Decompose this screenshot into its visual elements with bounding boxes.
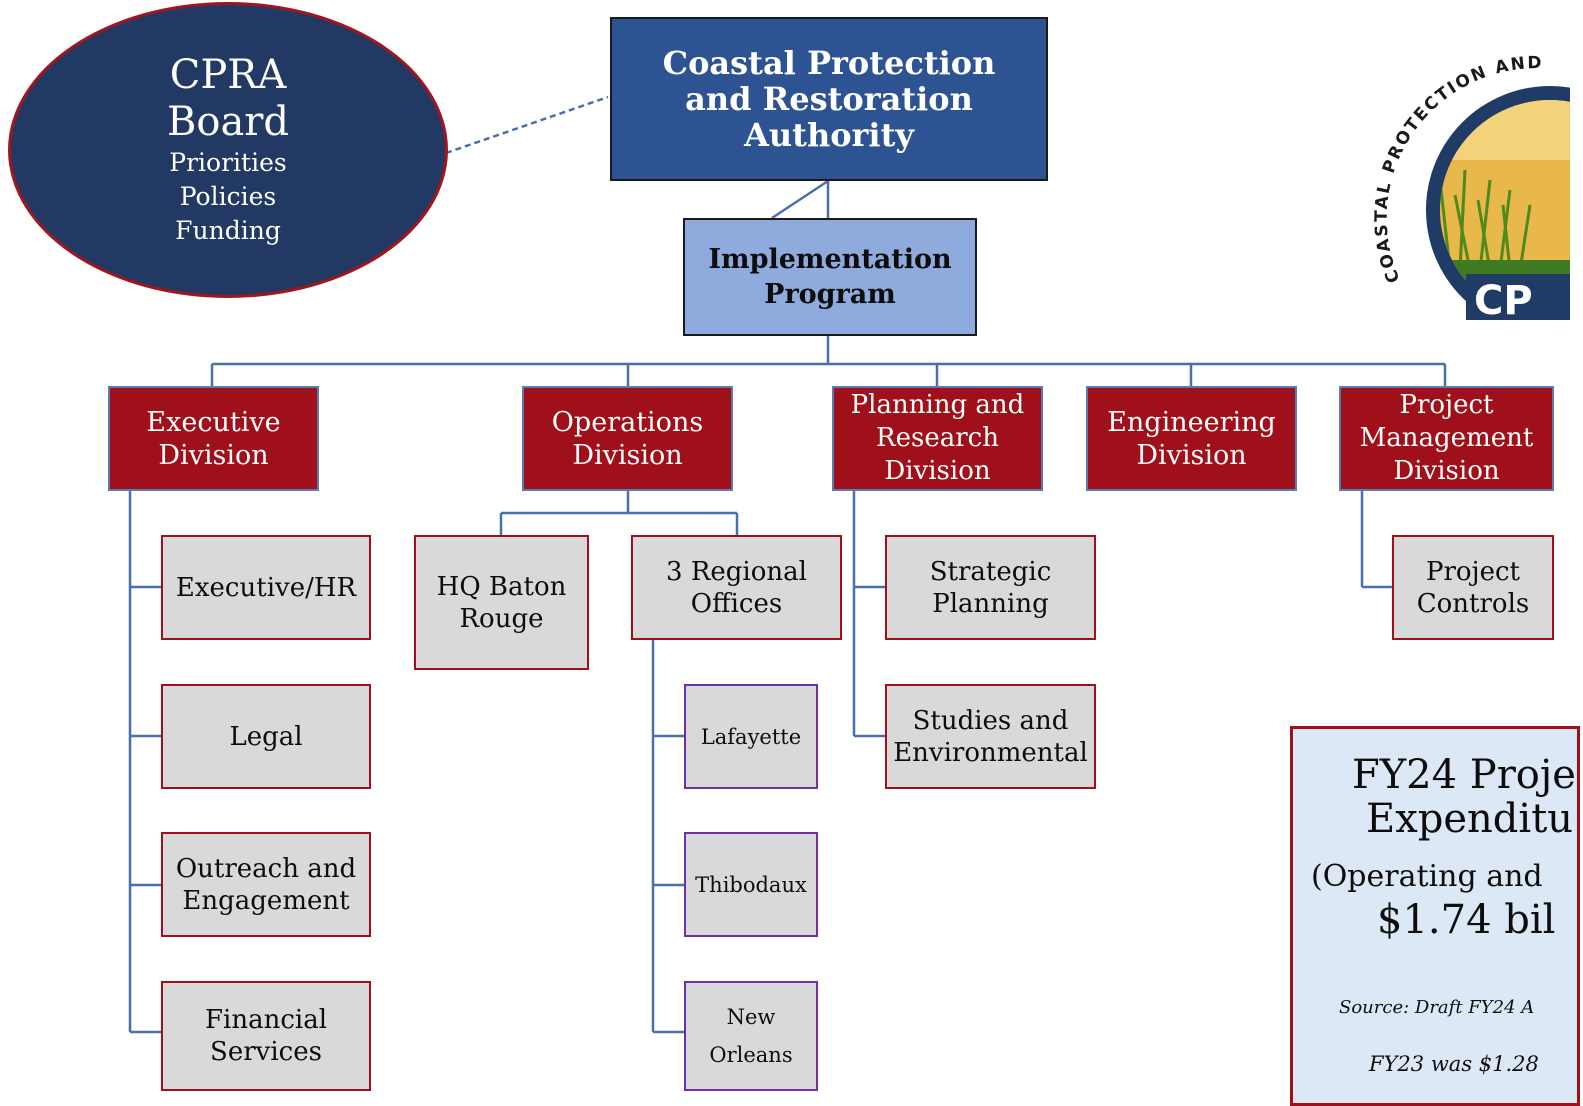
new-orleans-office-box: New Orleans [684, 981, 818, 1091]
project-controls-box: Project Controls [1392, 535, 1554, 640]
operations-division-box: Operations Division [522, 386, 733, 491]
authority-label: Coastal Protection and Restoration Autho… [662, 44, 996, 154]
budget-title-line2: Expenditu [1366, 796, 1574, 842]
implementation-program-box: Implementation Program [683, 218, 977, 336]
cpra-board-ellipse: CPRA Board Priorities Policies Funding [8, 2, 448, 298]
fy24-expenditure-box: FY24 Proje Expenditu (Operating and $1.7… [1290, 726, 1580, 1106]
executive-division-label: Executive Division [146, 406, 281, 471]
executive-hr-label: Executive/HR [175, 572, 357, 603]
executive-hr-box: Executive/HR [161, 535, 371, 640]
planning-research-division-box: Planning and Research Division [832, 386, 1043, 491]
board-title-line2: Board [166, 99, 290, 145]
outreach-label: Outreach and Engagement [175, 853, 357, 916]
hq-baton-rouge-box: HQ Baton Rouge [414, 535, 589, 670]
board-item-policies: Policies [179, 182, 277, 211]
financial-services-label: Financial Services [204, 1005, 328, 1067]
engineering-division-box: Engineering Division [1086, 386, 1297, 491]
logo-badge-shape [1466, 274, 1576, 320]
outreach-engagement-box: Outreach and Engagement [161, 832, 371, 937]
cpra-logo-graphic: CP COASTAL PROTECTION AND [1372, 53, 1583, 334]
project-management-division-box: Project Management Division [1339, 386, 1554, 491]
engineering-division-label: Engineering Division [1107, 406, 1276, 471]
strategic-planning-label: Strategic Planning [929, 556, 1052, 619]
board-item-funding: Funding [175, 216, 281, 245]
project-management-division-label: Project Management Division [1359, 390, 1534, 486]
board-title-line1: CPRA [169, 52, 287, 98]
thibodaux-office-box: Thibodaux [684, 832, 818, 937]
financial-services-box: Financial Services [161, 981, 371, 1091]
hq-label: HQ Baton Rouge [436, 571, 567, 634]
new-orleans-label: New Orleans [709, 1005, 793, 1067]
studies-environmental-box: Studies and Environmental [885, 684, 1096, 789]
budget-amount: $1.74 bil [1377, 897, 1556, 943]
thibodaux-label: Thibodaux [695, 872, 807, 897]
budget-title-line1: FY24 Proje [1352, 752, 1576, 798]
planning-division-label: Planning and Research Division [850, 390, 1025, 486]
legal-label: Legal [229, 721, 303, 752]
executive-division-box: Executive Division [108, 386, 319, 491]
legal-box: Legal [161, 684, 371, 789]
budget-source: Source: Draft FY24 A [1339, 997, 1535, 1018]
strategic-planning-box: Strategic Planning [885, 535, 1096, 640]
lafayette-label: Lafayette [700, 724, 802, 749]
regional-offices-box: 3 Regional Offices [631, 535, 842, 640]
budget-prior-year: FY23 was $1.28 [1369, 1052, 1539, 1076]
authority-box: Coastal Protection and Restoration Autho… [610, 17, 1048, 181]
regional-offices-label: 3 Regional Offices [666, 556, 807, 619]
studies-environmental-label: Studies and Environmental [893, 705, 1088, 768]
lafayette-office-box: Lafayette [684, 684, 818, 789]
operations-division-label: Operations Division [551, 406, 704, 471]
logo-badge-text: CP [1474, 278, 1533, 320]
project-controls-label: Project Controls [1416, 556, 1530, 619]
cpra-logo: CP COASTAL PROTECTION AND [1370, 30, 1583, 334]
connector-lines [128, 95, 1447, 1034]
budget-subtitle: (Operating and [1311, 859, 1543, 894]
program-label: Implementation Program [708, 244, 952, 310]
board-item-priorities: Priorities [169, 148, 287, 177]
